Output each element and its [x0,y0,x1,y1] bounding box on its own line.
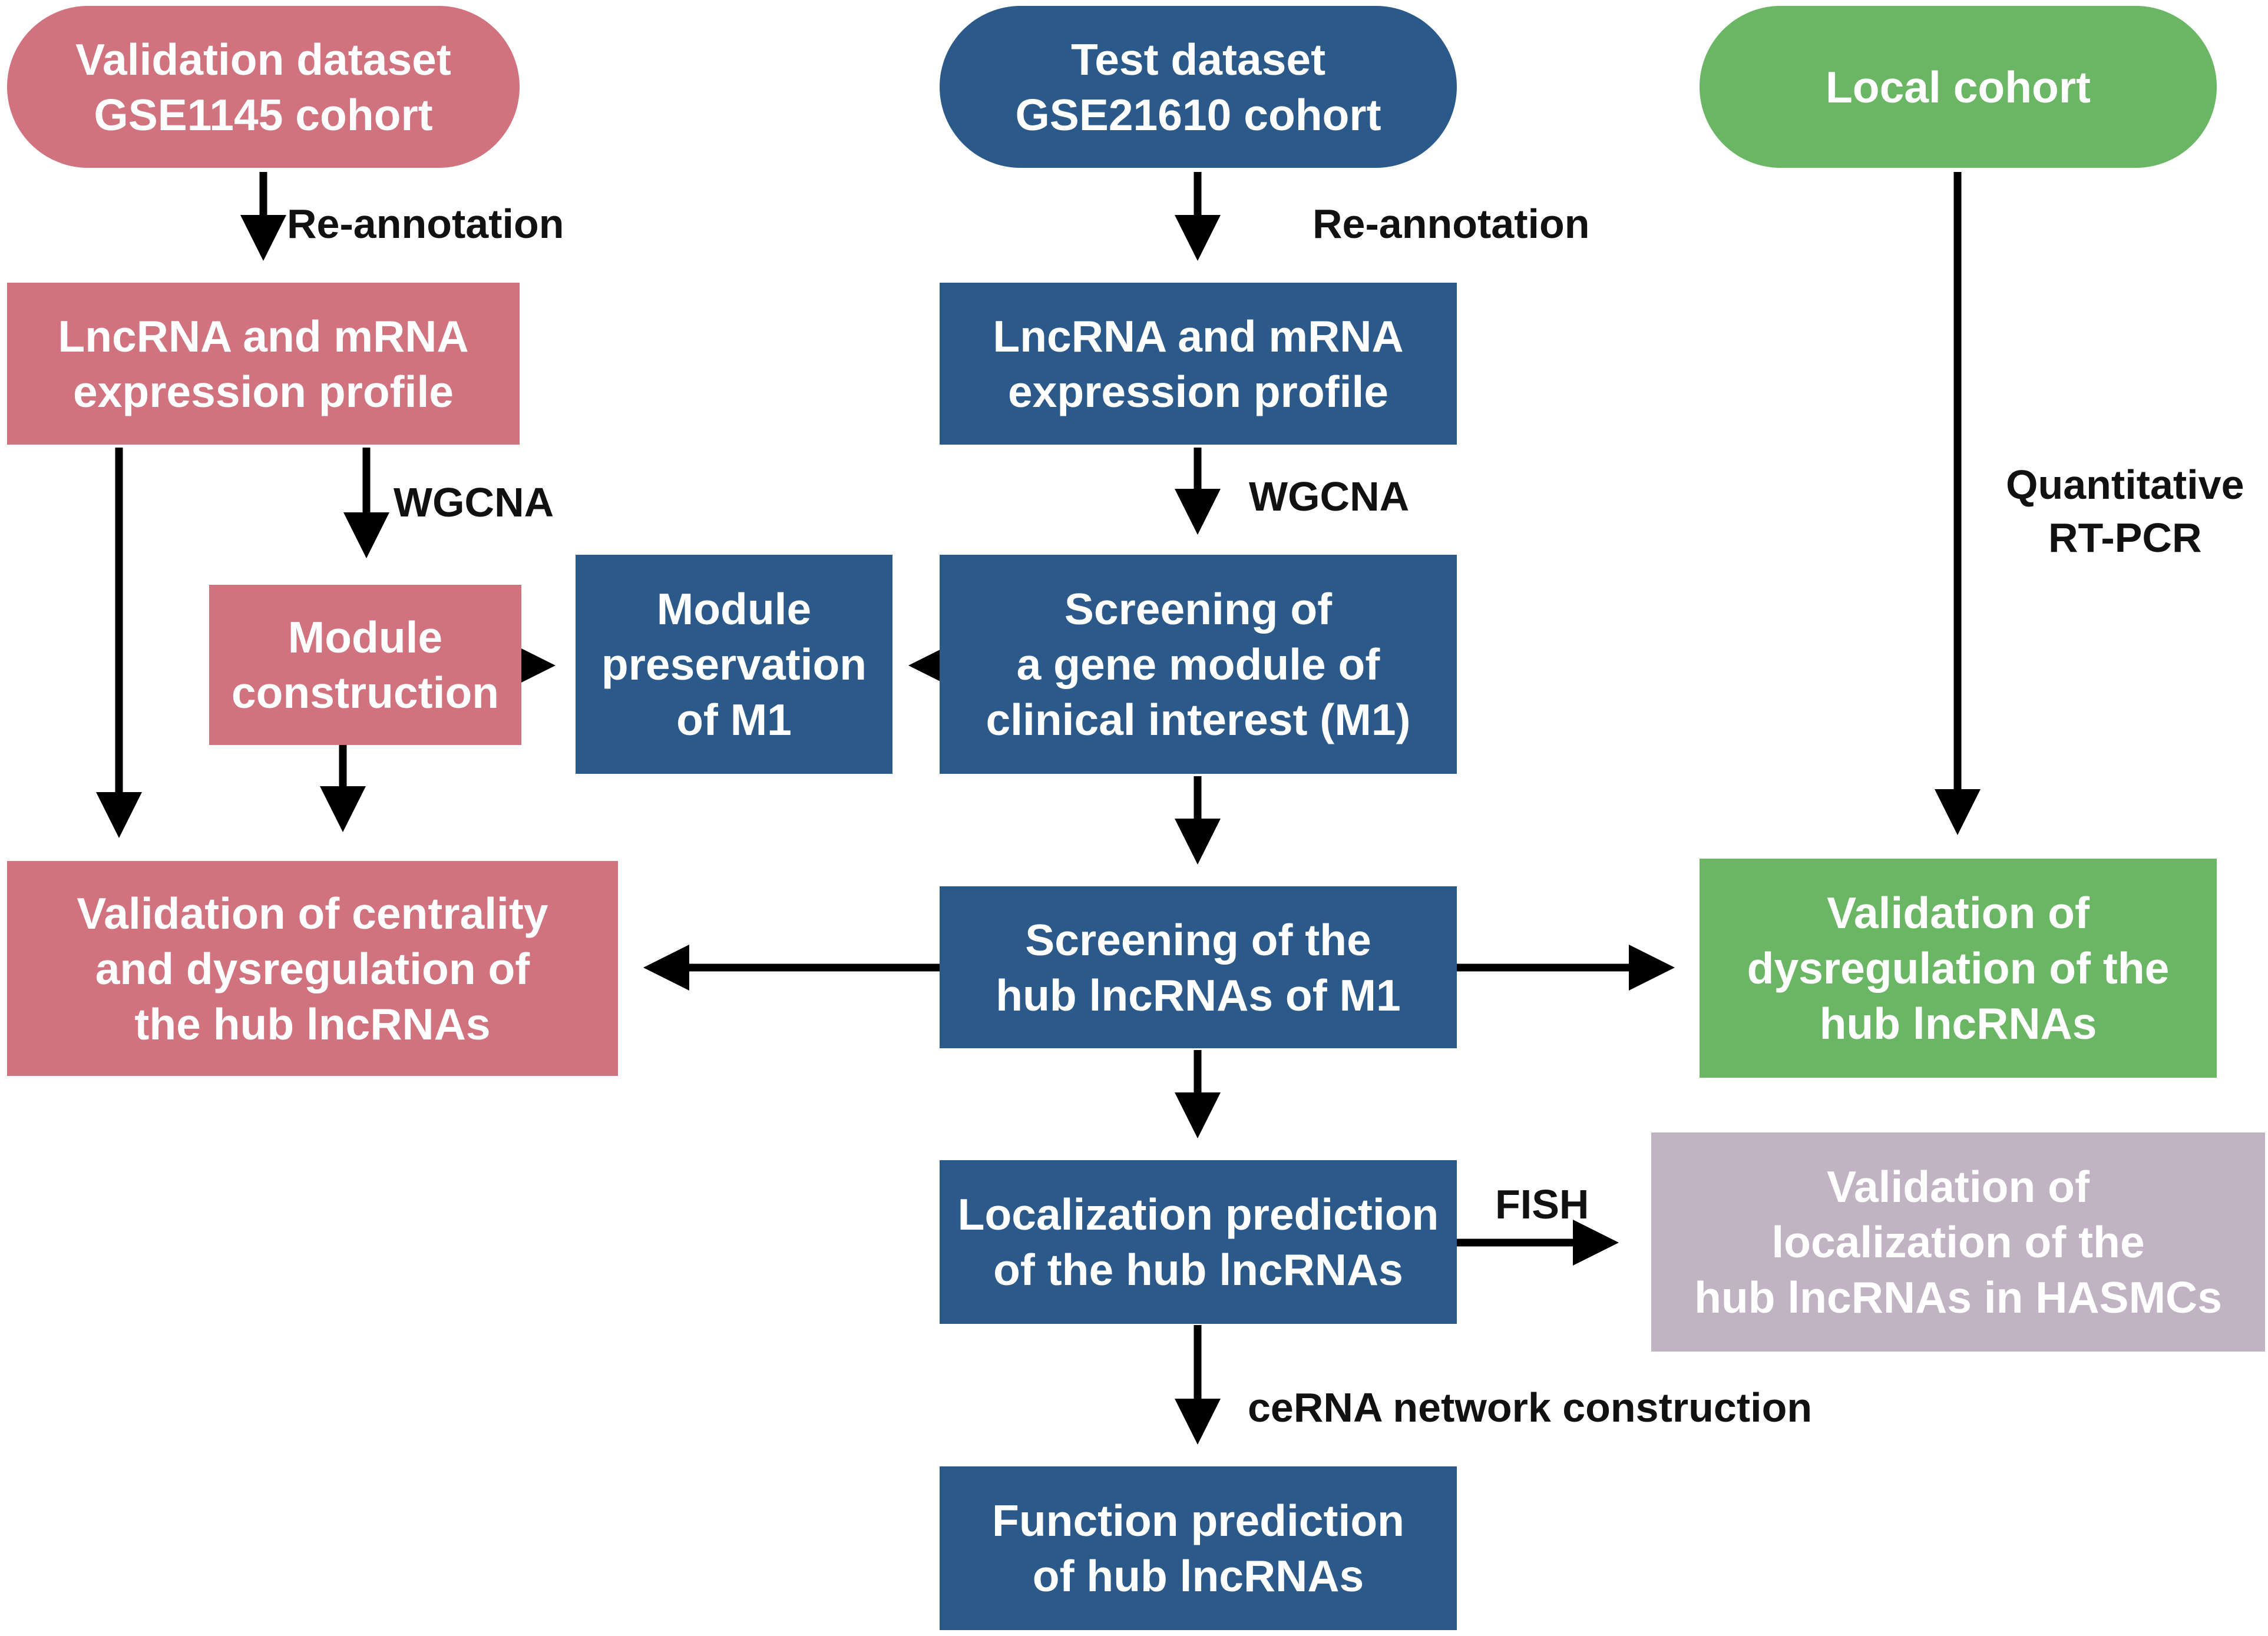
localization-prediction-node: Localization prediction of the hub lncRN… [940,1160,1457,1324]
module-construction-node: Module construction [209,585,521,745]
validation-localization-node: Validation of localization of the hub ln… [1651,1132,2265,1352]
module-preservation-node: Module preservation of M1 [576,555,892,774]
screening-hub-lncrnas-node: Screening of the hub lncRNAs of M1 [940,886,1457,1048]
validation-centrality-node: Validation of centrality and dysregulati… [7,861,618,1076]
cerna-network-label: ceRNA network construction [1248,1385,1813,1430]
quantitative-rtpcr-label: Quantitative RT-PCR [2006,462,2244,561]
validation-dysregulation-node: Validation of dysregulation of the hub l… [1700,859,2217,1078]
wgcna-label-left: WGCNA [394,479,554,525]
fish-label: FISH [1495,1181,1589,1227]
function-prediction-node: Function prediction of hub lncRNAs [940,1466,1457,1630]
reannotation-label-center: Re-annotation [1312,201,1590,247]
lncrna-mrna-profile-left: LncRNA and mRNA expression profile [7,283,520,445]
validation-dataset-node: Validation dataset GSE1145 cohort [7,6,520,168]
test-dataset-node: Test dataset GSE21610 cohort [940,6,1457,168]
reannotation-label-left: Re-annotation [287,201,564,247]
screening-gene-module-node: Screening of a gene module of clinical i… [940,555,1457,774]
wgcna-label-center: WGCNA [1249,473,1410,519]
local-cohort-node: Local cohort [1700,6,2217,168]
lncrna-mrna-profile-center: LncRNA and mRNA expression profile [940,283,1457,445]
